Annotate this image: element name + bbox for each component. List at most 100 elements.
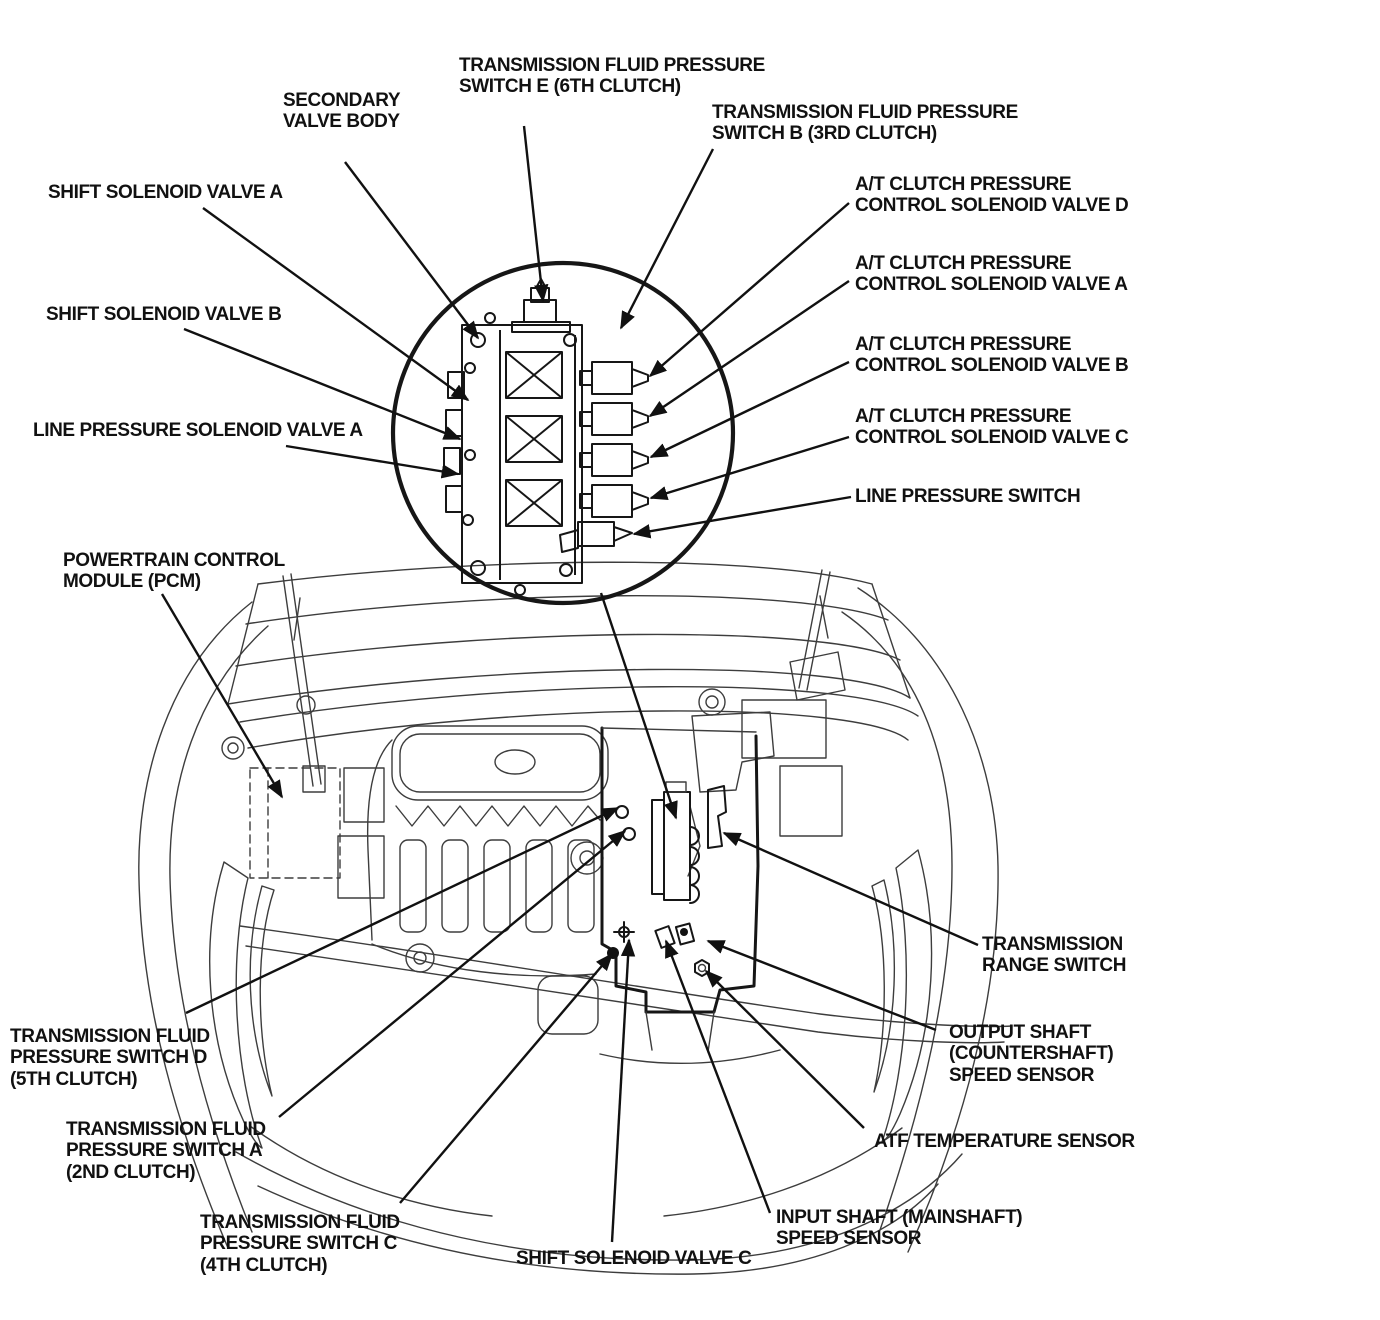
- callout-output-shaft-speed-sensor: OUTPUT SHAFT (COUNTERSHAFT) SPEED SENSOR: [949, 1022, 1114, 1086]
- left-solenoid: [445, 409, 463, 437]
- x-box-cross: [505, 415, 563, 463]
- hood-struts: [282, 569, 846, 793]
- callout-atf-temperature-sensor: ATF TEMPERATURE SENSOR: [874, 1131, 1135, 1152]
- bumper-line: [257, 1183, 939, 1275]
- leader-atf-temperature-sensor: [704, 969, 865, 1129]
- hood-panel-line: [819, 595, 829, 639]
- fender-crease: [881, 849, 933, 1143]
- engine-left-edge: [366, 739, 393, 941]
- bay-valve-body-plate: [651, 799, 665, 895]
- inset-circle: [390, 260, 736, 606]
- solenoid-nose: [631, 409, 649, 429]
- solenoid-body: [591, 484, 633, 518]
- callout-line-pressure-switch: LINE PRESSURE SWITCH: [855, 486, 1081, 507]
- fender-line: [138, 601, 253, 1249]
- bumper-line: [239, 925, 1013, 1028]
- engine: [337, 725, 609, 977]
- callout-tfps-d: TRANSMISSION FLUID PRESSURE SWITCH D (5T…: [10, 1026, 210, 1090]
- solenoid-collar: [579, 493, 593, 509]
- pcm-module: [249, 767, 341, 879]
- leader-input-shaft-speed-sensor: [664, 939, 772, 1214]
- x-box-cross: [505, 351, 563, 399]
- washer-cap: [221, 736, 245, 760]
- hood-line: [245, 595, 889, 625]
- plug-wire-zigzag: [395, 805, 601, 827]
- reservoir-area: [687, 688, 843, 877]
- leader-at-cpc-solenoid-valve-d: [648, 202, 850, 378]
- hex-bolt: [697, 963, 707, 973]
- bumper-line: [235, 1151, 963, 1261]
- left-bolt: [464, 362, 476, 374]
- pulley: [405, 943, 435, 973]
- bracket: [741, 699, 827, 759]
- leader-at-cpc-solenoid-valve-c: [649, 435, 850, 501]
- bay-valve-body-tab: [665, 781, 687, 793]
- hood-line: [235, 633, 901, 667]
- engine-bay-art: [138, 561, 1013, 1275]
- speed-sensor: [680, 928, 688, 936]
- strut-right: [798, 569, 831, 691]
- leader-tfps-c: [399, 952, 614, 1204]
- leader-shift-solenoid-valve-b: [183, 327, 462, 441]
- bracket: [779, 765, 843, 837]
- leader-tfps-e: [522, 125, 549, 303]
- bolt: [484, 312, 496, 324]
- valve-body-bolts: [470, 312, 577, 596]
- fender-line: [857, 587, 999, 1253]
- leader-tfps-b: [619, 148, 715, 330]
- solenoid-nose: [631, 368, 649, 388]
- callout-secondary-valve-body: SECONDARY VALVE BODY: [283, 90, 401, 133]
- strut-left-mount: [302, 765, 326, 793]
- bay-solenoid-bumps: [689, 826, 700, 904]
- callout-input-shaft-speed-sensor: INPUT SHAFT (MAINSHAFT) SPEED SENSOR: [776, 1207, 1023, 1250]
- bumper-line: [245, 945, 1005, 1044]
- switch-tip: [613, 526, 633, 542]
- headlight-line: [249, 1125, 493, 1217]
- strut-right-mount: [789, 651, 846, 701]
- pulley: [413, 951, 427, 965]
- cowl-line: [239, 686, 919, 723]
- callout-at-cpc-solenoid-valve-d: A/T CLUTCH PRESSURE CONTROL SOLENOID VAL…: [855, 174, 1129, 217]
- range-switch-bracket: [707, 785, 727, 849]
- intake-runner: [399, 839, 427, 933]
- switch-stem: [559, 529, 579, 553]
- switch-body: [577, 521, 615, 547]
- solenoid-nose: [631, 450, 649, 470]
- callout-tfps-e: TRANSMISSION FLUID PRESSURE SWITCH E (6T…: [459, 55, 765, 98]
- hood-line: [227, 668, 911, 705]
- leader-inset-to-bay: [599, 592, 678, 820]
- speed-sensor: [654, 925, 676, 949]
- x-box: [505, 415, 563, 463]
- x-box: [505, 351, 563, 399]
- engine-emblem: [494, 749, 536, 775]
- hood-line: [257, 561, 873, 585]
- leader-pcm: [160, 593, 284, 799]
- bolt: [563, 333, 577, 347]
- solenoid-collar: [579, 370, 593, 386]
- accessory-bracket: [337, 835, 385, 899]
- solenoid-body: [591, 361, 633, 395]
- solenoid-collar: [579, 452, 593, 468]
- bolt: [470, 332, 486, 348]
- callout-transmission-range-switch: TRANSMISSION RANGE SWITCH: [982, 934, 1127, 977]
- callout-tfps-c: TRANSMISSION FLUID PRESSURE SWITCH C (4T…: [200, 1212, 400, 1276]
- transmission-case: [600, 726, 760, 1014]
- left-solenoid: [443, 447, 461, 475]
- cowl: [221, 686, 919, 760]
- line-pressure-switch-part: [559, 521, 633, 553]
- pressure-switch-bolt: [622, 827, 636, 841]
- leader-tfps-a: [278, 829, 627, 1118]
- leader-at-cpc-solenoid-valve-a: [648, 280, 850, 417]
- intake-runner: [441, 839, 469, 933]
- leader-shift-solenoid-valve-c: [610, 938, 636, 1243]
- leader-shift-solenoid-valve-a: [202, 207, 470, 401]
- valve-body-core: [461, 324, 583, 584]
- transmission-top: [601, 727, 757, 733]
- intake-runner: [567, 839, 595, 933]
- valve-body-rib: [499, 330, 576, 580]
- intake-runner: [525, 839, 553, 933]
- intake-runner: [483, 839, 511, 933]
- right-fender: [663, 587, 999, 1253]
- pcm-box: [249, 767, 341, 879]
- speed-sensor: [674, 922, 696, 946]
